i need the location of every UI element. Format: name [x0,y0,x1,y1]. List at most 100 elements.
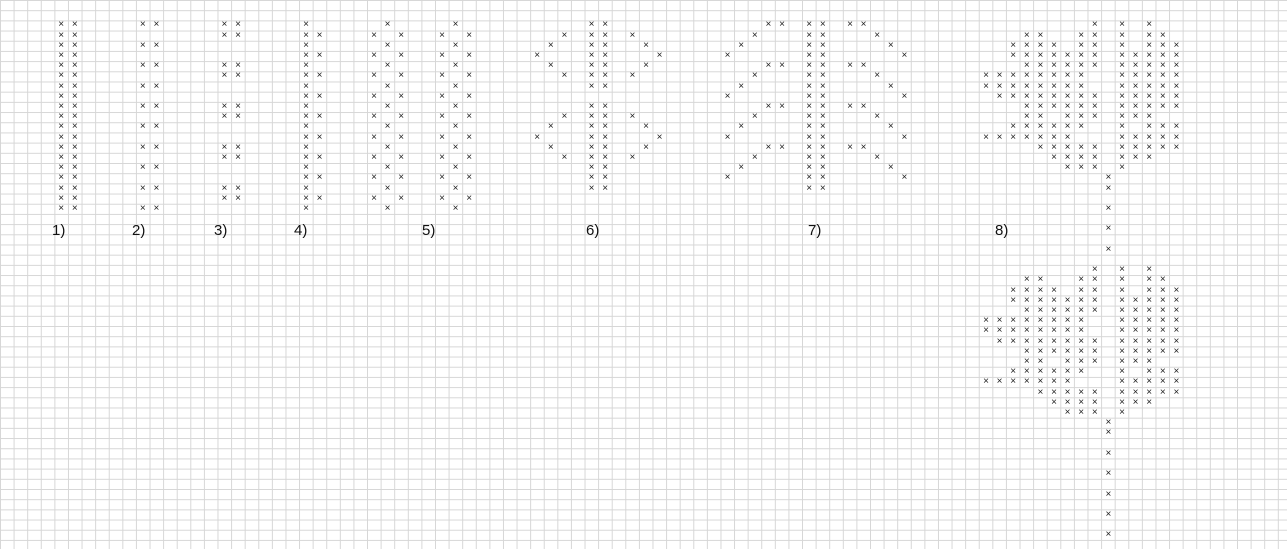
pattern-label-5: 5) [422,222,435,239]
stitch-pattern-8: × [1074,388,1088,398]
stitch-pattern-7: × [816,112,830,122]
stitch-pattern-6: × [598,20,612,30]
stitch-pattern-8: × [1088,265,1102,275]
stitch-pattern-8: × [1156,31,1170,41]
stitch-pattern-5: × [394,51,408,61]
stitch-pattern-8: × [1142,357,1156,367]
pattern-label-6: 6) [586,222,599,239]
stitch-pattern-8: × [1020,337,1034,347]
stitch-pattern-7: × [802,61,816,71]
stitch-pattern-7: × [870,112,884,122]
stitch-pattern-8: × [1142,388,1156,398]
stitch-pattern-8: × [1061,337,1075,347]
stitch-pattern-8: × [979,82,993,92]
stitch-pattern-7: × [898,173,912,183]
stitch-pattern-8: × [1074,61,1088,71]
stitch-pattern-8: × [1156,275,1170,285]
stitch-pattern-1: × [54,112,68,122]
stitch-pattern-2: × [150,163,164,173]
stitch-pattern-8: × [1156,143,1170,153]
stitch-pattern-4: × [299,163,313,173]
stitch-pattern-8: × [1102,490,1116,500]
stitch-pattern-6: × [585,112,599,122]
pattern-label-8: 8) [995,222,1008,239]
stitch-pattern-6: × [598,163,612,173]
stitch-pattern-6: × [585,51,599,61]
stitch-pattern-8: × [1020,122,1034,132]
stitch-pattern-8: × [1047,71,1061,81]
stitch-pattern-8: × [1074,326,1088,336]
stitch-pattern-7: × [816,71,830,81]
stitch-pattern-5: × [435,153,449,163]
stitch-pattern-5: × [394,153,408,163]
stitch-pattern-8: × [979,377,993,387]
stitch-pattern-4: × [313,153,327,163]
stitch-pattern-7: × [816,122,830,132]
stitch-pattern-8: × [993,377,1007,387]
stitch-pattern-8: × [1170,337,1184,347]
stitch-pattern-8: × [1020,275,1034,285]
stitch-pattern-8: × [1006,367,1020,377]
stitch-pattern-8: × [1088,347,1102,357]
stitch-pattern-8: × [1047,153,1061,163]
stitch-pattern-6: × [598,153,612,163]
stitch-pattern-8: × [1088,143,1102,153]
stitch-pattern-7: × [857,102,871,112]
stitch-pattern-2: × [136,20,150,30]
stitch-pattern-7: × [748,153,762,163]
stitch-pattern-5: × [462,31,476,41]
stitch-pattern-7: × [898,92,912,102]
stitch-pattern-5: × [381,143,395,153]
stitch-pattern-7: × [857,20,871,30]
stitch-pattern-8: × [1156,102,1170,112]
stitch-pattern-8: × [1115,388,1129,398]
stitch-pattern-6: × [626,31,640,41]
stitch-pattern-5: × [449,143,463,153]
stitch-pattern-5: × [394,112,408,122]
stitch-pattern-8: × [1115,337,1129,347]
stitch-pattern-7: × [802,71,816,81]
stitch-pattern-8: × [1061,163,1075,173]
stitch-pattern-8: × [1102,245,1116,255]
stitch-pattern-3: × [218,20,232,30]
stitch-pattern-2: × [136,61,150,71]
stitch-pattern-8: × [1142,20,1156,30]
stitch-pattern-8: × [1142,398,1156,408]
stitch-pattern-4: × [313,173,327,183]
stitch-pattern-8: × [1142,41,1156,51]
stitch-pattern-8: × [1034,306,1048,316]
stitch-pattern-8: × [1006,296,1020,306]
stitch-pattern-8: × [1129,112,1143,122]
stitch-pattern-1: × [54,41,68,51]
stitch-pattern-8: × [1047,122,1061,132]
stitch-pattern-8: × [1074,357,1088,367]
stitch-pattern-1: × [68,20,82,30]
stitch-pattern-8: × [979,316,993,326]
stitch-pattern-8: × [1170,82,1184,92]
stitch-pattern-3: × [218,102,232,112]
stitch-pattern-8: × [1074,337,1088,347]
stitch-pattern-7: × [721,133,735,143]
stitch-pattern-8: × [1061,122,1075,132]
stitch-pattern-8: × [1020,326,1034,336]
stitch-pattern-5: × [449,82,463,92]
stitch-pattern-8: × [993,92,1007,102]
stitch-pattern-5: × [462,51,476,61]
stitch-pattern-8: × [1034,347,1048,357]
stitch-pattern-8: × [1061,316,1075,326]
stitch-pattern-8: × [1061,388,1075,398]
stitch-pattern-8: × [1156,51,1170,61]
stitch-pattern-8: × [1061,71,1075,81]
stitch-pattern-1: × [54,102,68,112]
stitch-pattern-8: × [1006,51,1020,61]
stitch-pattern-8: × [1102,184,1116,194]
stitch-pattern-7: × [802,143,816,153]
stitch-pattern-7: × [843,61,857,71]
stitch-pattern-1: × [54,163,68,173]
stitch-pattern-8: × [1074,71,1088,81]
stitch-pattern-8: × [1006,326,1020,336]
stitch-pattern-5: × [435,112,449,122]
stitch-pattern-2: × [150,143,164,153]
stitch-pattern-8: × [1074,286,1088,296]
